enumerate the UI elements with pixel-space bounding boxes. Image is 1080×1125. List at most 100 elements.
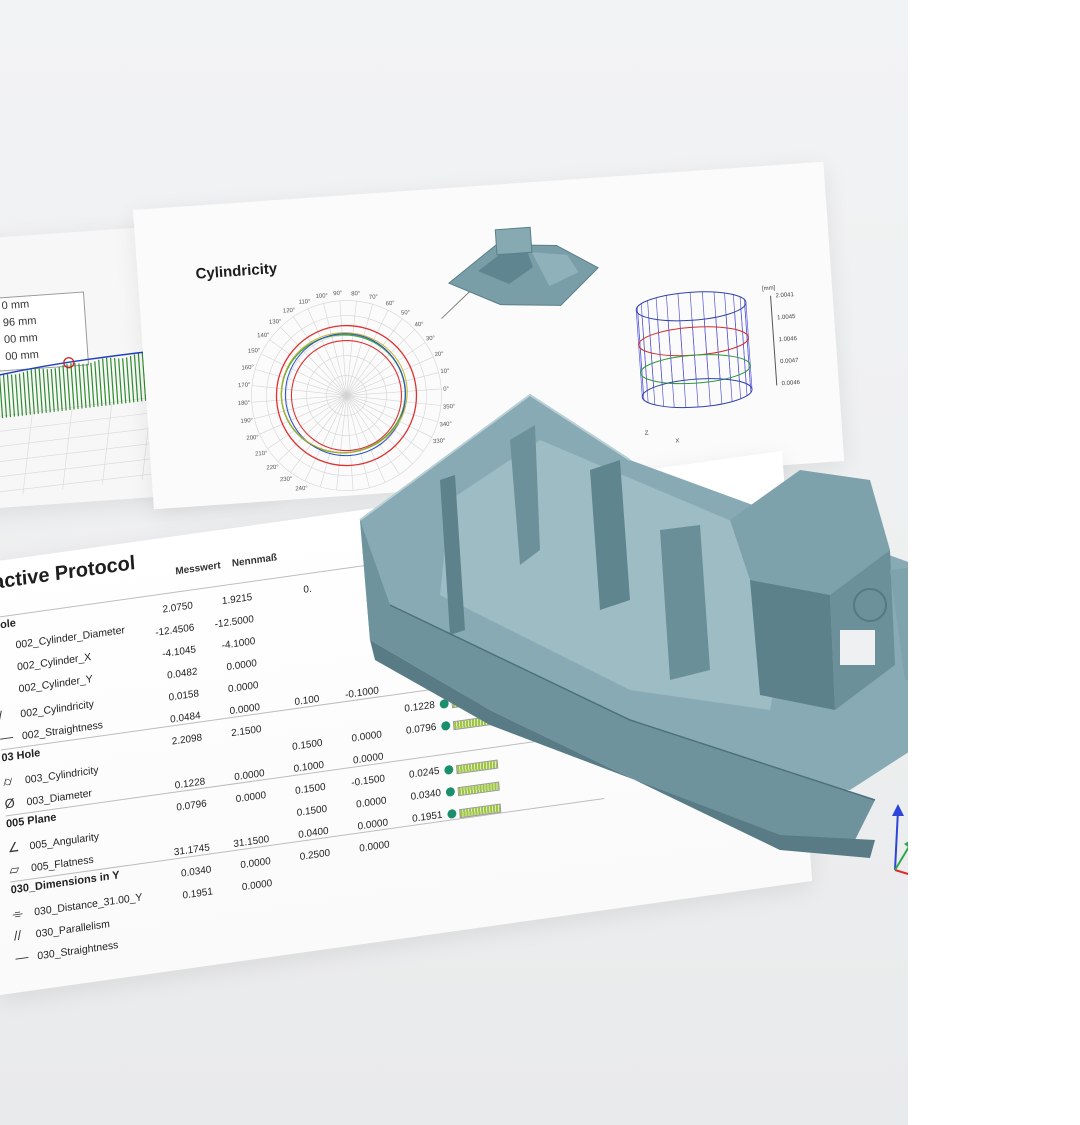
tolerance-symbol-icon (0, 692, 19, 695)
scale-value: 0.0046 (782, 380, 801, 387)
cylinder-line (689, 292, 697, 380)
deviation-bar (137, 353, 143, 402)
deviation-bar (78, 363, 83, 409)
cylindricity-sheet: Cylindricity 0°10°20°30°40°50°60°70°80°9… (133, 161, 845, 510)
cylinder-line (733, 294, 740, 382)
axis-label-z: Z (645, 431, 649, 437)
polar-angle-label: 20° (434, 351, 444, 358)
polar-angle-label: 130° (269, 319, 282, 326)
value-cell: 0.0000 (235, 790, 267, 806)
value-cell: 0.1500 (296, 803, 328, 819)
cylinder-line (666, 295, 673, 383)
polar-spoke (293, 316, 347, 396)
polar-angle-label: 200° (246, 435, 259, 442)
part-window (840, 630, 875, 665)
deviation-bar (66, 363, 71, 410)
value-cell: -12.4506 (154, 622, 195, 639)
polar-angle-label: 80° (351, 291, 361, 298)
deviation-bar (26, 370, 31, 415)
deviation-bar (102, 358, 107, 406)
deviation-bar (94, 361, 99, 407)
tolerance-symbol-icon: ∠ (7, 838, 20, 856)
value-cell: 0.0000 (241, 878, 273, 894)
polar-angle-label: 40° (414, 322, 424, 329)
deviation-bar (58, 366, 63, 411)
polar-angle-label: 180° (238, 400, 251, 407)
deviation-bar (90, 362, 95, 408)
cylinder-line (640, 303, 648, 391)
tolerance-circle-inner (290, 340, 403, 452)
value-cell: 0.0158 (168, 688, 200, 704)
deviation-bar (6, 374, 12, 418)
scale-value: 1.0045 (777, 314, 796, 321)
polar-spoke (346, 318, 403, 396)
polar-angle-label: 210° (255, 451, 268, 458)
polar-angle-label: 340° (439, 421, 452, 428)
polar-angle-label: 0° (443, 386, 450, 392)
tolerance-symbol-icon: Ø (4, 795, 16, 812)
value-cell: 0.0000 (227, 680, 259, 696)
polar-angle-label: 140° (257, 333, 270, 340)
polar-spoke (346, 395, 413, 465)
polar-angle-label: 90° (333, 291, 343, 298)
part-rib (660, 525, 710, 680)
cylinder-line (647, 300, 654, 388)
polar-spoke (346, 395, 438, 423)
deviation-bar (98, 359, 103, 407)
polar-spoke (346, 395, 432, 438)
right-margin (908, 0, 1080, 1125)
deviation-bar (42, 368, 47, 413)
tolerance-symbol-icon: // (13, 927, 22, 944)
polar-spoke (255, 369, 347, 396)
polar-spoke (346, 388, 442, 396)
polar-plot: 0°10°20°30°40°50°60°70°80°90°100°110°120… (238, 291, 457, 493)
deviation-bar (122, 358, 127, 404)
value-cell: 0.0340 (180, 864, 212, 880)
polar-spoke (346, 304, 373, 396)
polar-spoke (277, 395, 347, 462)
value-cell: -4.1000 (221, 636, 256, 652)
tolerance-symbol-icon: / (0, 707, 3, 724)
deviation-bar (125, 357, 131, 403)
cylinder-line (677, 293, 685, 381)
cylinder-line (739, 296, 747, 384)
deviation-bar (54, 368, 59, 412)
polar-spoke (267, 395, 347, 449)
polar-angle-label: 50° (401, 310, 411, 317)
value-cell: -12.5000 (214, 614, 255, 631)
polar-angle-labels: 0°10°20°30°40°50°60°70°80°90°100°110°120… (238, 291, 457, 493)
deviation-bar (70, 363, 75, 410)
polar-spoke (346, 329, 416, 396)
value-cell: 0.1500 (294, 781, 326, 797)
deviation-bar (62, 365, 67, 411)
cylinder-line (744, 299, 751, 387)
feature-name: Hole (0, 617, 17, 633)
polar-angle-label: 160° (241, 365, 254, 372)
part-rib (510, 425, 540, 565)
part-clip (890, 567, 908, 682)
part-tower-side (750, 580, 835, 710)
tolerance-symbol-icon (0, 670, 17, 673)
deviation-bar (82, 363, 87, 409)
tolerance-symbol-icon: ▱ (8, 861, 20, 878)
deviation-bar (118, 358, 123, 404)
deviation-bar (38, 368, 43, 414)
deviation-bar (22, 372, 27, 416)
deviation-bar (109, 357, 115, 405)
tolerance-symbol-icon (0, 648, 16, 651)
column-header-nennmass: Nennmaß (231, 552, 278, 570)
profile-yellow (280, 332, 408, 454)
polar-spoke (346, 395, 370, 488)
cylinder-line (655, 297, 663, 385)
polar-spoke (307, 308, 347, 396)
part-tower (730, 470, 890, 595)
polar-spoke (346, 395, 386, 483)
cylinder-ring (641, 378, 753, 409)
scale-value: 1.0046 (778, 336, 797, 343)
polar-angle-label: 220° (266, 465, 279, 472)
polar-angle-label: 190° (240, 418, 253, 425)
part-rib (440, 475, 465, 635)
value-cell: 2.2098 (171, 732, 203, 748)
tolerance-symbol-icon: ⌭ (2, 773, 13, 790)
part-outer-wall (360, 520, 875, 850)
